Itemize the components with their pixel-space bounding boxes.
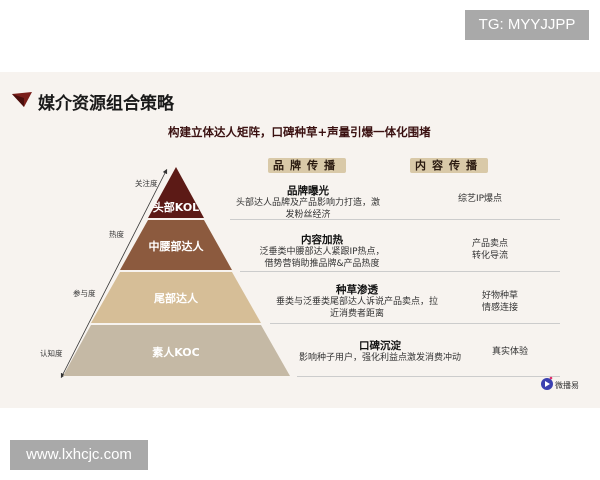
subtitle: 构建立体达人矩阵，口碑种草+声量引爆一体化围堵 <box>168 125 431 139</box>
axis-label: 参与度 <box>73 289 96 298</box>
divider <box>297 376 560 377</box>
axis-label: 认知度 <box>40 349 63 358</box>
brand-cell-4: 口碑沉淀影响种子用户，强化利益点激发消费冲动 <box>298 340 461 363</box>
axis-arrow <box>60 168 168 379</box>
layer-label: 尾部达人 <box>153 291 199 305</box>
divider <box>270 323 560 324</box>
logo-icon <box>541 376 553 390</box>
content-cell-3: 好物种草 情感连接 <box>481 291 518 313</box>
brand-cell-2: 内容加热泛垂类中腰部达人紧跟IP热点，借势营销助推品牌&产品热度 <box>259 234 385 269</box>
header-content: 内容传播 <box>410 158 488 173</box>
layer-koc <box>63 325 290 376</box>
triangle-icon <box>12 92 32 107</box>
layer-tail <box>91 272 261 323</box>
content-cell-1: 综艺IP爆点 <box>457 194 503 204</box>
layer-mid <box>120 220 232 270</box>
content-cell-4: 真实体验 <box>491 347 528 357</box>
logo-text: 微播易 <box>555 381 579 390</box>
axis-label: 关注度 <box>135 179 158 188</box>
divider <box>240 271 560 272</box>
content-cell-2: 产品卖点 转化导流 <box>471 239 508 261</box>
layer-label: 素人KOC <box>152 345 199 359</box>
layer-label: 中腰部达人 <box>149 239 205 253</box>
watermark-bottom: www.lxhcjc.com <box>10 440 148 470</box>
axis-label: 热度 <box>109 230 124 239</box>
layer-kol <box>148 167 204 218</box>
brand-cell-3: 种草渗透垂类与泛垂类尾部达人诉说产品卖点，拉近消费者距离 <box>275 284 438 319</box>
page-title: 媒介资源组合策略 <box>38 94 174 114</box>
watermark-top: TG: MYYJJPP <box>465 10 589 40</box>
brand-cell-1: 品牌曝光头部达人品牌及产品影响力打造，激发粉丝经济 <box>235 185 380 220</box>
layer-label: 头部KOL <box>153 200 199 214</box>
divider <box>230 219 560 220</box>
header-brand: 品牌传播 <box>268 158 346 173</box>
